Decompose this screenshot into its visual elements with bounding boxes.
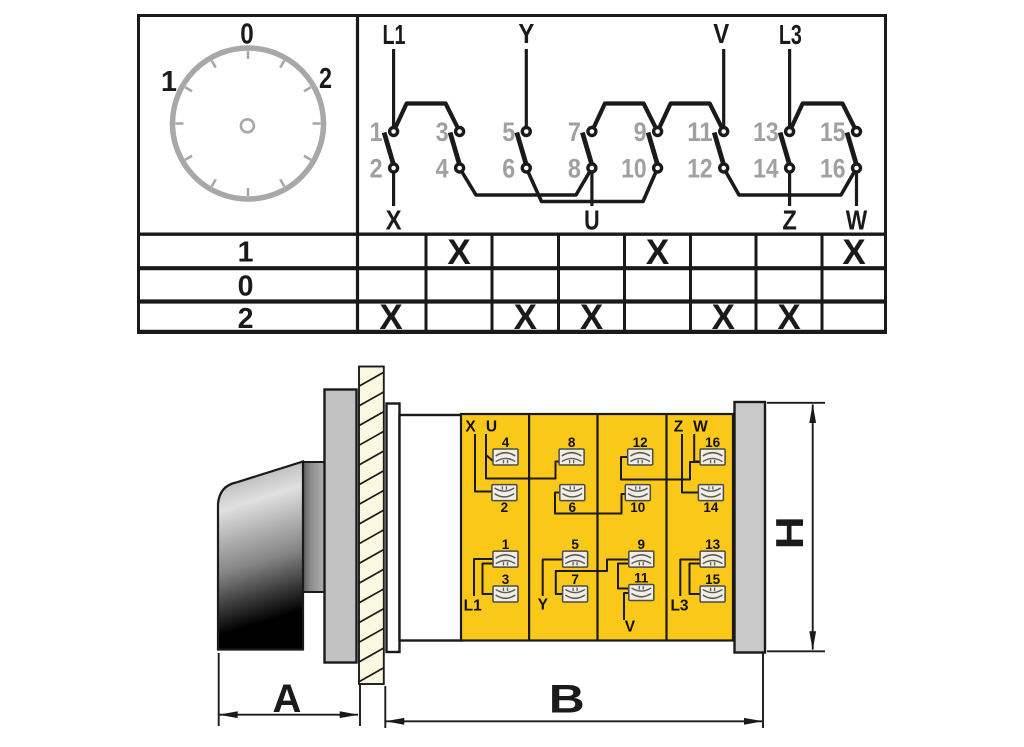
svg-text:A: A <box>272 677 301 721</box>
svg-text:10: 10 <box>621 154 647 184</box>
svg-text:0: 0 <box>238 271 254 303</box>
svg-text:U: U <box>486 419 497 436</box>
svg-text:B: B <box>549 678 585 722</box>
svg-text:3: 3 <box>436 117 449 147</box>
svg-text:16: 16 <box>705 435 721 450</box>
svg-text:1: 1 <box>370 117 383 147</box>
svg-text:X: X <box>379 298 403 337</box>
svg-text:14: 14 <box>703 500 719 515</box>
svg-text:Y: Y <box>538 597 549 614</box>
svg-text:10: 10 <box>630 500 645 515</box>
svg-text:12: 12 <box>687 154 713 184</box>
svg-text:L1: L1 <box>383 19 406 50</box>
svg-text:4: 4 <box>436 154 449 184</box>
svg-text:V: V <box>625 619 636 636</box>
svg-text:L3: L3 <box>670 598 688 615</box>
svg-text:Z: Z <box>674 419 684 436</box>
svg-text:12: 12 <box>633 435 648 450</box>
svg-text:16: 16 <box>820 154 846 184</box>
svg-text:8: 8 <box>568 154 581 184</box>
svg-text:5: 5 <box>571 537 579 552</box>
svg-text:2: 2 <box>501 500 509 515</box>
svg-text:X: X <box>580 298 604 337</box>
svg-text:9: 9 <box>638 537 646 552</box>
svg-text:X: X <box>514 298 538 337</box>
svg-text:7: 7 <box>568 117 581 147</box>
svg-text:V: V <box>713 18 729 49</box>
svg-text:1: 1 <box>161 66 177 98</box>
svg-text:X: X <box>447 233 471 272</box>
svg-text:6: 6 <box>502 154 515 184</box>
svg-text:2: 2 <box>238 303 254 335</box>
svg-text:W: W <box>693 419 708 436</box>
svg-text:X: X <box>777 298 801 337</box>
svg-text:6: 6 <box>569 500 577 515</box>
svg-text:X: X <box>712 298 736 337</box>
svg-text:7: 7 <box>571 572 579 587</box>
svg-text:L1: L1 <box>464 598 482 615</box>
svg-text:1: 1 <box>238 236 254 268</box>
svg-text:4: 4 <box>502 435 510 450</box>
svg-text:2: 2 <box>319 63 332 95</box>
svg-text:0: 0 <box>240 19 254 51</box>
svg-text:U: U <box>584 205 600 236</box>
svg-text:11: 11 <box>687 117 713 147</box>
svg-text:14: 14 <box>753 154 779 184</box>
svg-text:X: X <box>646 233 670 272</box>
svg-text:X: X <box>465 419 476 436</box>
svg-text:15: 15 <box>820 117 846 147</box>
svg-text:8: 8 <box>568 435 576 450</box>
svg-text:13: 13 <box>705 537 721 552</box>
svg-text:9: 9 <box>634 117 647 147</box>
svg-text:W: W <box>846 205 868 236</box>
svg-text:5: 5 <box>502 117 515 147</box>
svg-text:H: H <box>769 516 812 549</box>
svg-text:X: X <box>386 205 402 236</box>
svg-text:13: 13 <box>753 117 779 147</box>
svg-text:Z: Z <box>782 205 797 236</box>
svg-text:Y: Y <box>518 18 534 49</box>
svg-text:1: 1 <box>502 537 510 552</box>
svg-text:L3: L3 <box>779 19 802 50</box>
svg-text:X: X <box>842 233 866 272</box>
svg-text:2: 2 <box>370 154 383 184</box>
svg-text:3: 3 <box>502 572 510 587</box>
svg-text:15: 15 <box>705 572 721 587</box>
svg-text:11: 11 <box>634 571 649 586</box>
